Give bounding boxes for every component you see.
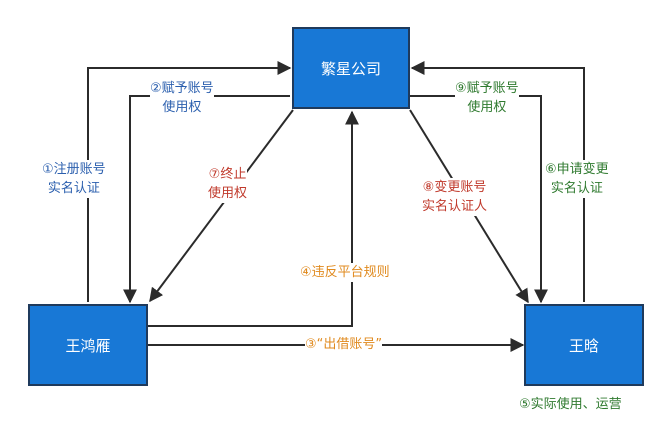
edge-9-label: ⑨赋予账号 使用权 — [455, 79, 519, 117]
edge-3-label: ③“出借账号” — [305, 335, 383, 354]
node-company: 繁星公司 — [292, 27, 410, 109]
edge-9-arrow — [410, 95, 548, 304]
edge-7-arrow — [149, 109, 294, 303]
edge-5-label: ⑤实际使用、运营 — [519, 395, 622, 414]
edge-4-label: ④违反平台规则 — [300, 263, 390, 282]
edge-7-label-line2: 使用权 — [208, 186, 248, 201]
edge-1-label-line2: 实名认证 — [47, 181, 100, 196]
edge-6-label-line1: ⑥申请变更 — [545, 162, 609, 177]
node-wang-hongyan: 王鸿雁 — [28, 304, 148, 386]
edge-1-arrow — [87, 61, 292, 302]
edge-4-arrow — [148, 110, 359, 327]
edge-2-arrow — [123, 95, 290, 304]
edge-4-label-line1: ④违反平台规则 — [300, 265, 390, 280]
edge-8-label-line2: 实名认证人 — [422, 199, 488, 214]
edge-2-label-line2: 使用权 — [162, 100, 202, 115]
edge-2-label-line1: ②赋予账号 — [150, 81, 214, 96]
edge-3-label-line1: ③“出借账号” — [305, 337, 383, 352]
edge-9-label-line2: 使用权 — [467, 100, 507, 115]
edge-6-label: ⑥申请变更 实名认证 — [545, 160, 609, 198]
edge-7-label-line1: ⑦终止 — [208, 167, 247, 182]
edge-1-label: ①注册账号 实名认证 — [42, 160, 106, 198]
edge-1-label-line1: ①注册账号 — [42, 162, 106, 177]
edge-6-label-line2: 实名认证 — [550, 181, 603, 196]
edge-2-label: ②赋予账号 使用权 — [150, 79, 214, 117]
edge-8-label: ⑧变更账号 实名认证人 — [422, 178, 488, 216]
edge-8-label-line1: ⑧变更账号 — [422, 180, 487, 195]
edge-5-label-line1: ⑤实际使用、运营 — [519, 397, 622, 412]
edge-7-label: ⑦终止 使用权 — [208, 165, 248, 203]
node-wang-han: 王晗 — [524, 304, 644, 386]
edge-6-arrow — [410, 61, 585, 302]
edge-9-label-line1: ⑨赋予账号 — [455, 81, 519, 96]
